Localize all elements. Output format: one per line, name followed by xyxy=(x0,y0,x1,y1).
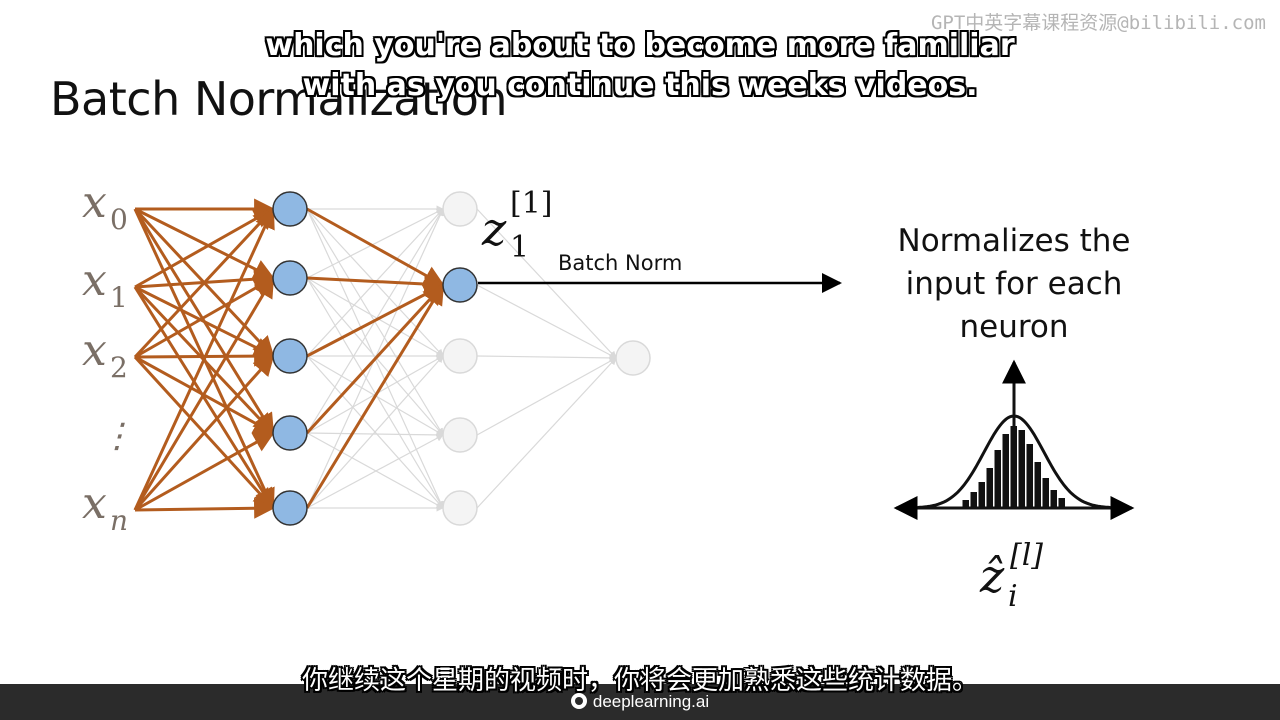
faded-edge xyxy=(306,277,444,357)
svg-text:n: n xyxy=(110,504,128,537)
faded-edge xyxy=(476,357,617,436)
svg-text:2: 2 xyxy=(110,351,128,384)
highlighted-node xyxy=(442,267,478,303)
svg-text:[l]: [l] xyxy=(1010,538,1043,573)
faded-edge xyxy=(476,354,617,362)
input-edge xyxy=(134,497,276,519)
histogram-bar xyxy=(970,492,977,508)
hidden-edge xyxy=(305,283,445,435)
hidden-node xyxy=(272,490,308,526)
histogram-bar xyxy=(1018,430,1025,508)
svg-text:[1]: [1] xyxy=(510,186,553,221)
input-edge xyxy=(133,207,275,359)
input-edge xyxy=(134,207,275,289)
input-edge xyxy=(134,285,275,358)
slide-title: Batch Normalization xyxy=(50,72,508,126)
input-edge xyxy=(133,276,275,511)
svg-text:⋮: ⋮ xyxy=(100,416,134,456)
watermark: GPT中英字幕课程资源@bilibili.com xyxy=(930,12,1266,34)
hidden-node xyxy=(272,191,308,227)
histogram-bar xyxy=(994,450,1001,508)
footer-bar xyxy=(0,684,1280,720)
z-label: z 1 [1] xyxy=(481,186,553,265)
svg-text:x: x xyxy=(82,478,107,529)
input-edge xyxy=(134,207,275,280)
input-edge xyxy=(134,276,275,359)
svg-text:x: x xyxy=(82,177,107,228)
faded-edge xyxy=(306,208,444,279)
hidden-edge xyxy=(305,283,445,509)
zhat-label: ẑ i [l] xyxy=(979,538,1043,614)
output-node xyxy=(615,340,651,376)
faded-edge xyxy=(306,432,444,509)
histogram-bar xyxy=(1050,490,1057,508)
hidden-edge xyxy=(306,283,445,358)
histogram-bar xyxy=(986,468,993,508)
input-edge xyxy=(133,207,275,511)
hidden-edge xyxy=(306,273,446,295)
faded-edge xyxy=(476,357,617,509)
input-edge xyxy=(134,431,275,512)
faded-node xyxy=(442,191,478,227)
faded-edge xyxy=(306,355,444,509)
svg-text:z: z xyxy=(481,202,507,256)
subtitle-english-line2: with as you continue this weeks videos. xyxy=(302,68,978,103)
input-label: ⋮ xyxy=(100,416,134,456)
input-edge xyxy=(133,286,275,510)
normalizes-annotation: Normalizes the input for each neuron xyxy=(897,223,1131,345)
svg-text:0: 0 xyxy=(110,203,128,236)
faded-node xyxy=(442,417,478,453)
batch-norm-label: Batch Norm xyxy=(558,251,682,275)
deeplearning-logo-icon xyxy=(570,693,587,709)
hidden-node xyxy=(272,415,308,451)
hidden-node xyxy=(272,338,308,374)
faded-edge xyxy=(306,434,444,509)
hidden-edge xyxy=(306,207,445,287)
histogram-bar xyxy=(1026,444,1033,508)
faded-edge xyxy=(476,284,617,359)
histogram-bar xyxy=(1002,434,1009,508)
faded-edge xyxy=(306,431,444,439)
svg-text:x: x xyxy=(82,255,107,306)
svg-text:1: 1 xyxy=(110,281,128,314)
faded-node xyxy=(442,490,478,526)
network-nodes xyxy=(272,191,651,526)
brand-name: deeplearning.ai xyxy=(592,692,710,711)
hidden-node xyxy=(272,260,308,296)
subtitle-english-line1: which you're about to become more famili… xyxy=(265,28,1015,63)
brand: deeplearning.ai xyxy=(0,692,1280,712)
svg-text:x: x xyxy=(82,325,107,376)
normal-distribution-icon xyxy=(893,359,1135,520)
faded-node xyxy=(442,338,478,374)
histogram-bar xyxy=(1034,462,1041,508)
svg-text:1: 1 xyxy=(510,230,529,265)
faded-edge xyxy=(306,277,444,509)
svg-text:i: i xyxy=(1008,579,1018,614)
histogram-bar xyxy=(978,482,985,508)
highlighted-connections xyxy=(133,198,446,519)
svg-text:ẑ: ẑ xyxy=(979,549,1005,603)
subtitle-chinese: 你继续这个星期的视频时，你将会更加熟悉这些统计数据。 xyxy=(301,666,978,696)
histogram-bar xyxy=(1042,478,1049,508)
input-edge xyxy=(133,354,275,512)
